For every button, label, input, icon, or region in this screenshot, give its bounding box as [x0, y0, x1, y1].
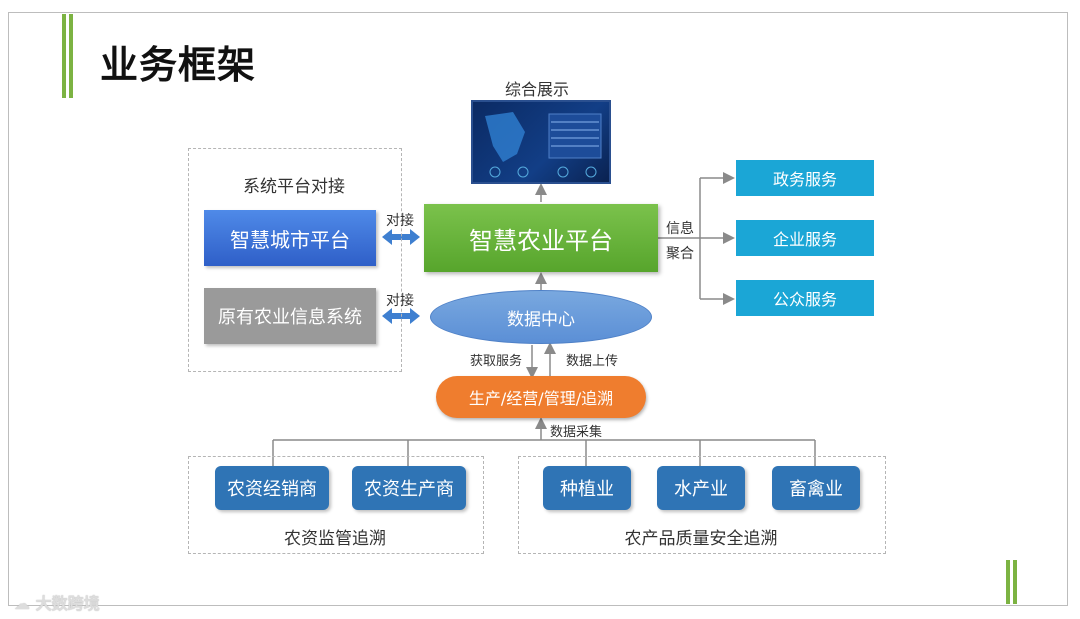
map-icon — [485, 112, 602, 178]
connect-label-2: 对接 — [386, 293, 414, 309]
info-label: 信息 — [666, 221, 694, 237]
product-safety-group — [518, 456, 886, 554]
display-label: 综合展示 — [505, 80, 570, 99]
corner-accent-bar — [1006, 560, 1010, 604]
data-center-ellipse: 数据中心 — [430, 290, 652, 344]
page-title: 业务框架 — [100, 43, 257, 87]
data-collection-label: 数据采集 — [550, 425, 603, 440]
input-dealer-box: 农资经销商 — [215, 466, 329, 510]
system-integration-group — [188, 148, 402, 372]
input-supervision-group — [188, 456, 484, 554]
public-service-box: 公众服务 — [736, 280, 874, 316]
government-service-box: 政务服务 — [736, 160, 874, 196]
planting-box: 种植业 — [543, 466, 631, 510]
smart-city-platform-box: 智慧城市平台 — [204, 210, 376, 266]
product-safety-label: 农产品质量安全追溯 — [624, 529, 778, 549]
input-supervision-label: 农资监管追溯 — [284, 529, 386, 549]
livestock-box: 畜禽业 — [772, 466, 860, 510]
dashboard-screenshot — [471, 100, 611, 184]
watermark: ☁ 大数跨境 — [14, 590, 100, 614]
connect-label: 对接 — [386, 213, 414, 229]
data-upload-label: 数据上传 — [566, 354, 619, 369]
aquaculture-box: 水产业 — [657, 466, 745, 510]
enterprise-service-box: 企业服务 — [736, 220, 874, 256]
watermark-text: 大数跨境 — [35, 594, 100, 613]
production-management-box: 生产/经营/管理/追溯 — [436, 376, 646, 418]
title-accent-bar-2 — [69, 14, 73, 98]
input-producer-box: 农资生产商 — [352, 466, 466, 510]
corner-accent-bar-2 — [1013, 560, 1017, 604]
watermark-logo-icon: ☁ — [14, 594, 36, 613]
title-accent-bar — [62, 14, 66, 98]
system-integration-label: 系统平台对接 — [243, 177, 345, 197]
get-service-label: 获取服务 — [470, 354, 523, 369]
smart-agri-platform-box: 智慧农业平台 — [424, 204, 658, 272]
aggregate-label: 聚合 — [666, 246, 694, 262]
legacy-agri-system-box: 原有农业信息系统 — [204, 288, 376, 344]
